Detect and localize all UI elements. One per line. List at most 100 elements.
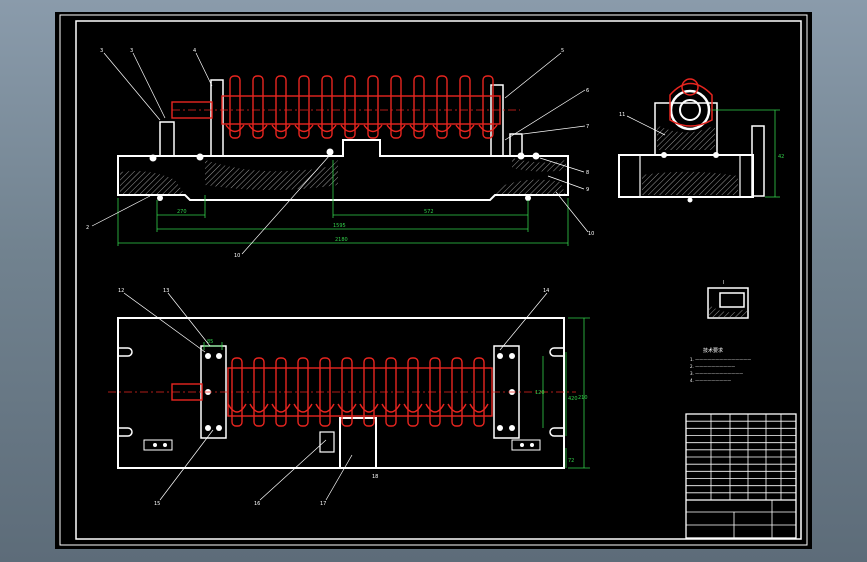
side-post	[751, 125, 765, 197]
crank-web-arc	[432, 124, 452, 133]
right-support	[490, 84, 504, 157]
plan-dimensions	[203, 317, 590, 469]
plan-center-block	[339, 417, 377, 469]
dim-plan-c: 420	[568, 396, 578, 402]
crank-web	[252, 75, 264, 139]
plan-crank-web	[385, 357, 397, 427]
balloon-plan-4: 15	[154, 501, 160, 507]
plan-crank-arc	[403, 403, 423, 413]
plan-crank-web	[297, 357, 309, 427]
plan-label-right	[511, 439, 541, 451]
plan-crank-arc	[381, 403, 401, 413]
notes-line-4: 4. —————————	[690, 378, 731, 383]
crank-web	[321, 75, 333, 139]
balloon-front-7: 6	[586, 88, 589, 94]
plan-crank-arc	[359, 403, 379, 413]
balloon-front-10: 9	[586, 187, 589, 193]
plan-crank-web	[231, 357, 243, 427]
front-view	[117, 75, 569, 201]
plan-crank-arc	[447, 403, 467, 413]
detail-label: Ⅰ	[723, 280, 724, 286]
dim-plan-a: 85	[207, 339, 213, 345]
crank-web	[275, 75, 287, 139]
dim-front-left: 270	[177, 209, 187, 215]
balloon-front-6: 5	[561, 48, 564, 54]
balloon-front-4: 2	[86, 225, 89, 231]
plan-crank-web	[253, 357, 265, 427]
balloon-plan-1: 12	[118, 288, 124, 294]
plan-crank-web	[473, 357, 485, 427]
plan-crank-web	[341, 357, 353, 427]
section-hatch-right2	[512, 158, 566, 172]
balloon-front-1: 3	[100, 48, 103, 54]
balloon-plan-3: 14	[543, 288, 549, 294]
notes-title: 技术要求	[703, 347, 723, 354]
balloon-front-9: 8	[586, 170, 589, 176]
inner-frame	[75, 20, 802, 540]
plan-crank-web	[363, 357, 375, 427]
plan-crank-arc	[271, 403, 291, 413]
crank-web	[298, 75, 310, 139]
dim-plan-d: 210	[578, 395, 588, 401]
crank-web-arc	[248, 124, 268, 133]
crank-web-arc	[409, 124, 429, 133]
crank-web	[229, 75, 241, 139]
notes-line-2: 2. ——————————	[690, 364, 735, 369]
side-view	[618, 78, 765, 203]
dim-plan-e: 72	[568, 458, 574, 464]
crank-web-arc	[271, 124, 291, 133]
crank-web	[436, 75, 448, 139]
bolts	[149, 148, 540, 201]
crank-web-arc	[225, 124, 245, 133]
plan-small-block	[319, 431, 335, 453]
crank-web	[413, 75, 425, 139]
crank-web-arc	[317, 124, 337, 133]
balloon-plan-7: 18	[372, 474, 378, 480]
dim-side-height: 42	[778, 154, 784, 160]
balloon-front-2: 3	[130, 48, 133, 54]
crankshaft-front	[171, 75, 520, 139]
balloon-plan-5: 16	[254, 501, 260, 507]
balloon-front-5: 10	[234, 253, 240, 259]
left-support	[210, 79, 224, 157]
crank-web-arc	[386, 124, 406, 133]
section-hatch-left	[120, 171, 185, 195]
side-crank-web	[669, 82, 713, 127]
plan-crank-arc	[425, 403, 445, 413]
plan-slots	[118, 347, 564, 437]
crank-web	[390, 75, 402, 139]
crank-web-arc	[455, 124, 475, 133]
crank-web	[344, 75, 356, 139]
front-dimensions	[117, 160, 569, 246]
plan-crank-arc	[337, 403, 357, 413]
title-block	[685, 413, 797, 539]
crank-web	[459, 75, 471, 139]
crank-web	[482, 75, 494, 139]
balloon-side-1: 11	[619, 112, 625, 118]
plan-crank-arc	[315, 403, 335, 413]
plan-crank-web	[319, 357, 331, 427]
section-hatch-mid	[205, 160, 338, 190]
crank-web	[367, 75, 379, 139]
detail-view: Ⅰ	[707, 280, 749, 319]
crank-web-arc	[340, 124, 360, 133]
balloon-plan-6: 17	[320, 501, 326, 507]
plan-crank-web	[429, 357, 441, 427]
plan-crank-arc	[227, 403, 247, 413]
crankshaft-plan	[171, 357, 493, 427]
notes-line-1: 1. ——————————————	[690, 357, 751, 362]
crank-web-arc	[363, 124, 383, 133]
notes-line-3: 3. ————————————	[690, 371, 743, 376]
plan-leaders	[123, 292, 548, 501]
side-journal-inner	[679, 99, 701, 121]
outer-frame	[59, 14, 808, 546]
dim-front-center: 572	[424, 209, 434, 215]
technical-notes: 技术要求 1. —————————————— 2. —————————— 3. …	[690, 347, 751, 383]
section-hatch-right	[495, 179, 566, 195]
plan-crank-arc	[249, 403, 269, 413]
side-bracket	[654, 102, 718, 156]
plan-crank-web	[407, 357, 419, 427]
side-journal-outer	[669, 89, 711, 131]
plan-crank-arc	[469, 403, 489, 413]
